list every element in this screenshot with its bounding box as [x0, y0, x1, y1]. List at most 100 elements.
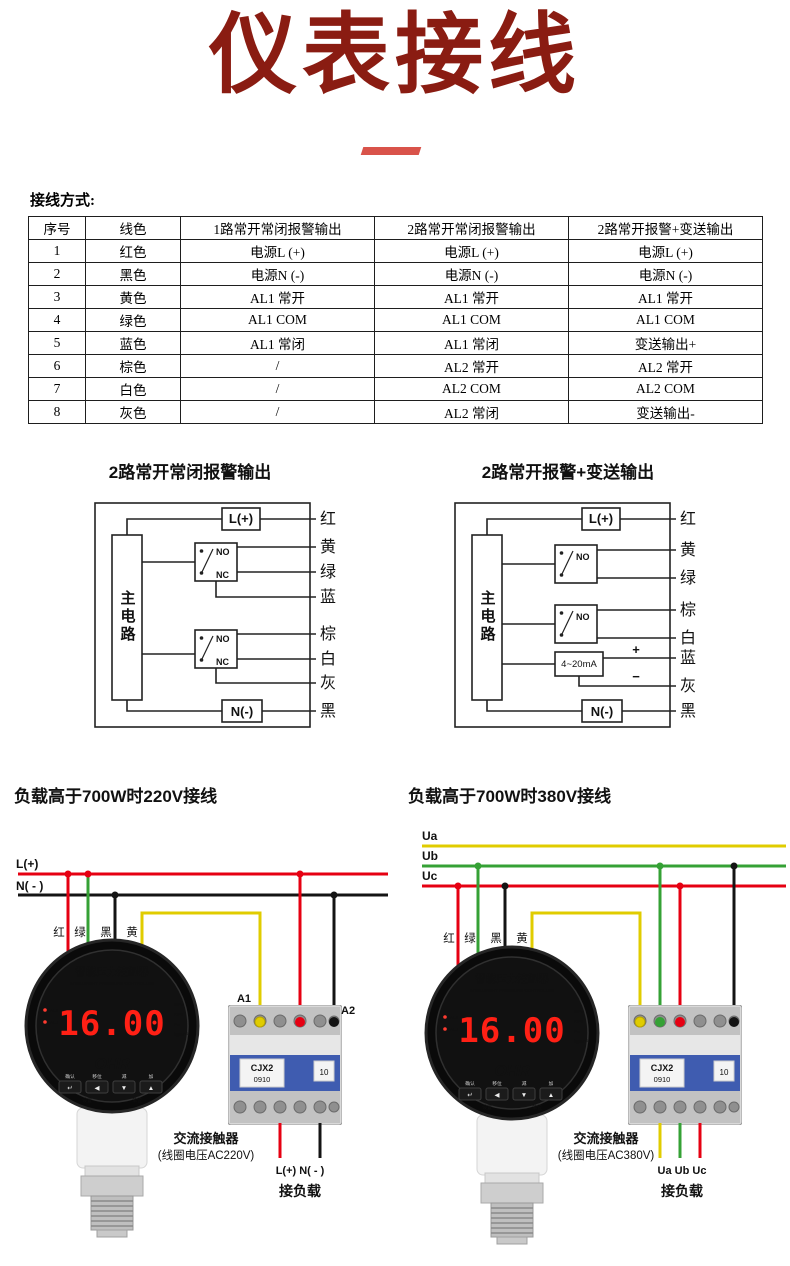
- table-cell: 黄色: [85, 285, 181, 309]
- svg-text:NO: NO: [216, 634, 230, 644]
- table-cell: 棕色: [85, 354, 181, 378]
- svg-text:黑: 黑: [100, 926, 112, 939]
- junction-dots: [454, 862, 739, 1028]
- schematic-2relay-no-nc: L(+) N(-) NO NC NO NC 红 黄 绿 蓝 棕: [94, 502, 336, 728]
- svg-text:N(-): N(-): [231, 704, 253, 719]
- load-terminals-label: L(+) N( - ): [276, 1165, 325, 1177]
- main-circuit-label: 主电路: [118, 590, 136, 644]
- table-cell: 灰色: [85, 400, 181, 424]
- table-cell: 红色: [85, 239, 181, 263]
- svg-text:L(+): L(+): [229, 511, 253, 526]
- svg-text:蓝: 蓝: [320, 588, 336, 606]
- table-header-row: 序号 线色 1路常开常闭报警输出 2路常开常闭报警输出 2路常开报警+变送输出: [28, 216, 763, 240]
- svg-text:NO: NO: [576, 612, 590, 622]
- table-cell: 变送输出-: [568, 400, 763, 424]
- table-cell: 6: [28, 354, 86, 378]
- table-cell: AL1 常闭: [180, 331, 375, 355]
- svg-text:4~20mA: 4~20mA: [561, 659, 597, 670]
- table-row: 7 白色 / AL2 COM AL2 COM: [28, 377, 763, 401]
- svg-text:NC: NC: [216, 657, 229, 667]
- svg-text:白: 白: [320, 650, 336, 668]
- table-cell: 电源L (+): [180, 239, 375, 263]
- contactor-name-label: 交流接触器: [573, 1131, 639, 1146]
- schematic-right-title: 2路常开报警+变送输出: [481, 463, 655, 482]
- wiring-method-label: 接线方式:: [30, 193, 95, 209]
- svg-text:NO: NO: [216, 547, 230, 557]
- load-label: 接负载: [661, 1183, 703, 1199]
- wiring-illustration-380v: Ua Ub Uc: [422, 829, 786, 1245]
- contactor-voltage-label: (线圈电压AC220V): [158, 1148, 255, 1162]
- table-cell: AL2 常开: [374, 354, 569, 378]
- svg-text:黑: 黑: [680, 703, 696, 720]
- svg-text:红: 红: [53, 926, 65, 939]
- schematic-left-title: 2路常开常闭报警输出: [108, 463, 272, 482]
- schematic-wires: [454, 502, 676, 728]
- wire-color-labels: 红 绿 黑 黄: [53, 925, 138, 939]
- table-cell: 白色: [85, 377, 181, 401]
- table-cell: AL1 常开: [180, 285, 375, 309]
- supply-label-N: N( - ): [16, 879, 43, 893]
- table-cell: 蓝色: [85, 331, 181, 355]
- schematic-wires: [94, 502, 316, 728]
- svg-text:N(-): N(-): [591, 704, 613, 719]
- wiring-table: 序号 线色 1路常开常闭报警输出 2路常开常闭报警输出 2路常开报警+变送输出 …: [28, 216, 763, 424]
- table-header-cell: 2路常开常闭报警输出: [374, 216, 569, 240]
- main-circuit-box: [471, 534, 503, 701]
- supply-label-ub: Ub: [422, 849, 438, 863]
- wire-color-labels: 红 黄 绿 蓝 棕 白 灰 黑: [320, 510, 336, 720]
- svg-text:红: 红: [320, 510, 336, 528]
- table-cell: 变送输出+: [568, 331, 763, 355]
- svg-text:黄: 黄: [516, 931, 528, 945]
- table-cell: AL2 常闭: [374, 400, 569, 424]
- main-circuit-box: [111, 534, 143, 701]
- svg-text:棕: 棕: [680, 601, 696, 619]
- supply-label-uc: Uc: [422, 869, 438, 883]
- table-cell: AL2 COM: [374, 377, 569, 401]
- contactor-name-label: 交流接触器: [173, 1131, 239, 1146]
- relay-al2: NO: [554, 604, 598, 644]
- table-cell: 7: [28, 377, 86, 401]
- table-cell: AL1 COM: [374, 308, 569, 332]
- svg-text:黄: 黄: [680, 541, 696, 559]
- table-header-cell: 线色: [85, 216, 181, 240]
- pressure-controller: [24, 938, 200, 1238]
- wiring-380v-title: 负载高于700W时380V接线: [408, 787, 612, 806]
- terminal-L-box: L(+): [581, 507, 621, 531]
- supply-lines: [422, 844, 786, 888]
- terminal-L-box: L(+): [221, 507, 261, 531]
- svg-text:灰: 灰: [320, 674, 336, 692]
- table-cell: 电源L (+): [374, 239, 569, 263]
- relay-al2: NO NC: [194, 629, 238, 669]
- device-wires: [456, 866, 736, 1023]
- svg-text:黑: 黑: [490, 932, 502, 945]
- wiring-220v-title: 负载高于700W时220V接线: [14, 787, 218, 806]
- table-cell: 电源N (-): [180, 262, 375, 286]
- table-cell: AL1 COM: [568, 308, 763, 332]
- svg-text:黄: 黄: [320, 538, 336, 556]
- pressure-controller: [424, 945, 600, 1245]
- svg-text:灰: 灰: [680, 677, 696, 695]
- table-cell: 电源N (-): [568, 262, 763, 286]
- ac-contactor: [228, 1005, 342, 1125]
- table-cell: 1: [28, 239, 86, 263]
- table-cell: AL1 常开: [374, 285, 569, 309]
- wire-color-labels: 红 黄 绿 棕 白 蓝 灰 黑: [680, 510, 696, 720]
- svg-text:蓝: 蓝: [680, 649, 696, 667]
- contactor-voltage-label: (线圈电压AC380V): [558, 1148, 655, 1162]
- svg-text:棕: 棕: [320, 625, 336, 643]
- table-cell: /: [180, 377, 375, 401]
- svg-text:黄: 黄: [126, 925, 138, 939]
- table-row: 1 红色 电源L (+) 电源L (+) 电源L (+): [28, 239, 763, 263]
- table-cell: 电源N (-): [374, 262, 569, 286]
- load-terminals-label: Ua Ub Uc: [658, 1165, 707, 1177]
- main-circuit-label: 主电路: [478, 590, 496, 644]
- svg-text:绿: 绿: [74, 925, 86, 939]
- table-cell: 黑色: [85, 262, 181, 286]
- wire-color-labels: 红 绿 黑 黄: [443, 931, 528, 945]
- relay-al1: NO NC: [194, 542, 238, 582]
- schematic-2relay-transmitter: L(+) N(-) NO NO 4~20mA + − 红 黄: [454, 502, 696, 728]
- plus-sign: +: [632, 642, 640, 657]
- svg-text:白: 白: [680, 629, 696, 647]
- title-accent-bar: [360, 147, 422, 155]
- supply-lines: [18, 872, 388, 897]
